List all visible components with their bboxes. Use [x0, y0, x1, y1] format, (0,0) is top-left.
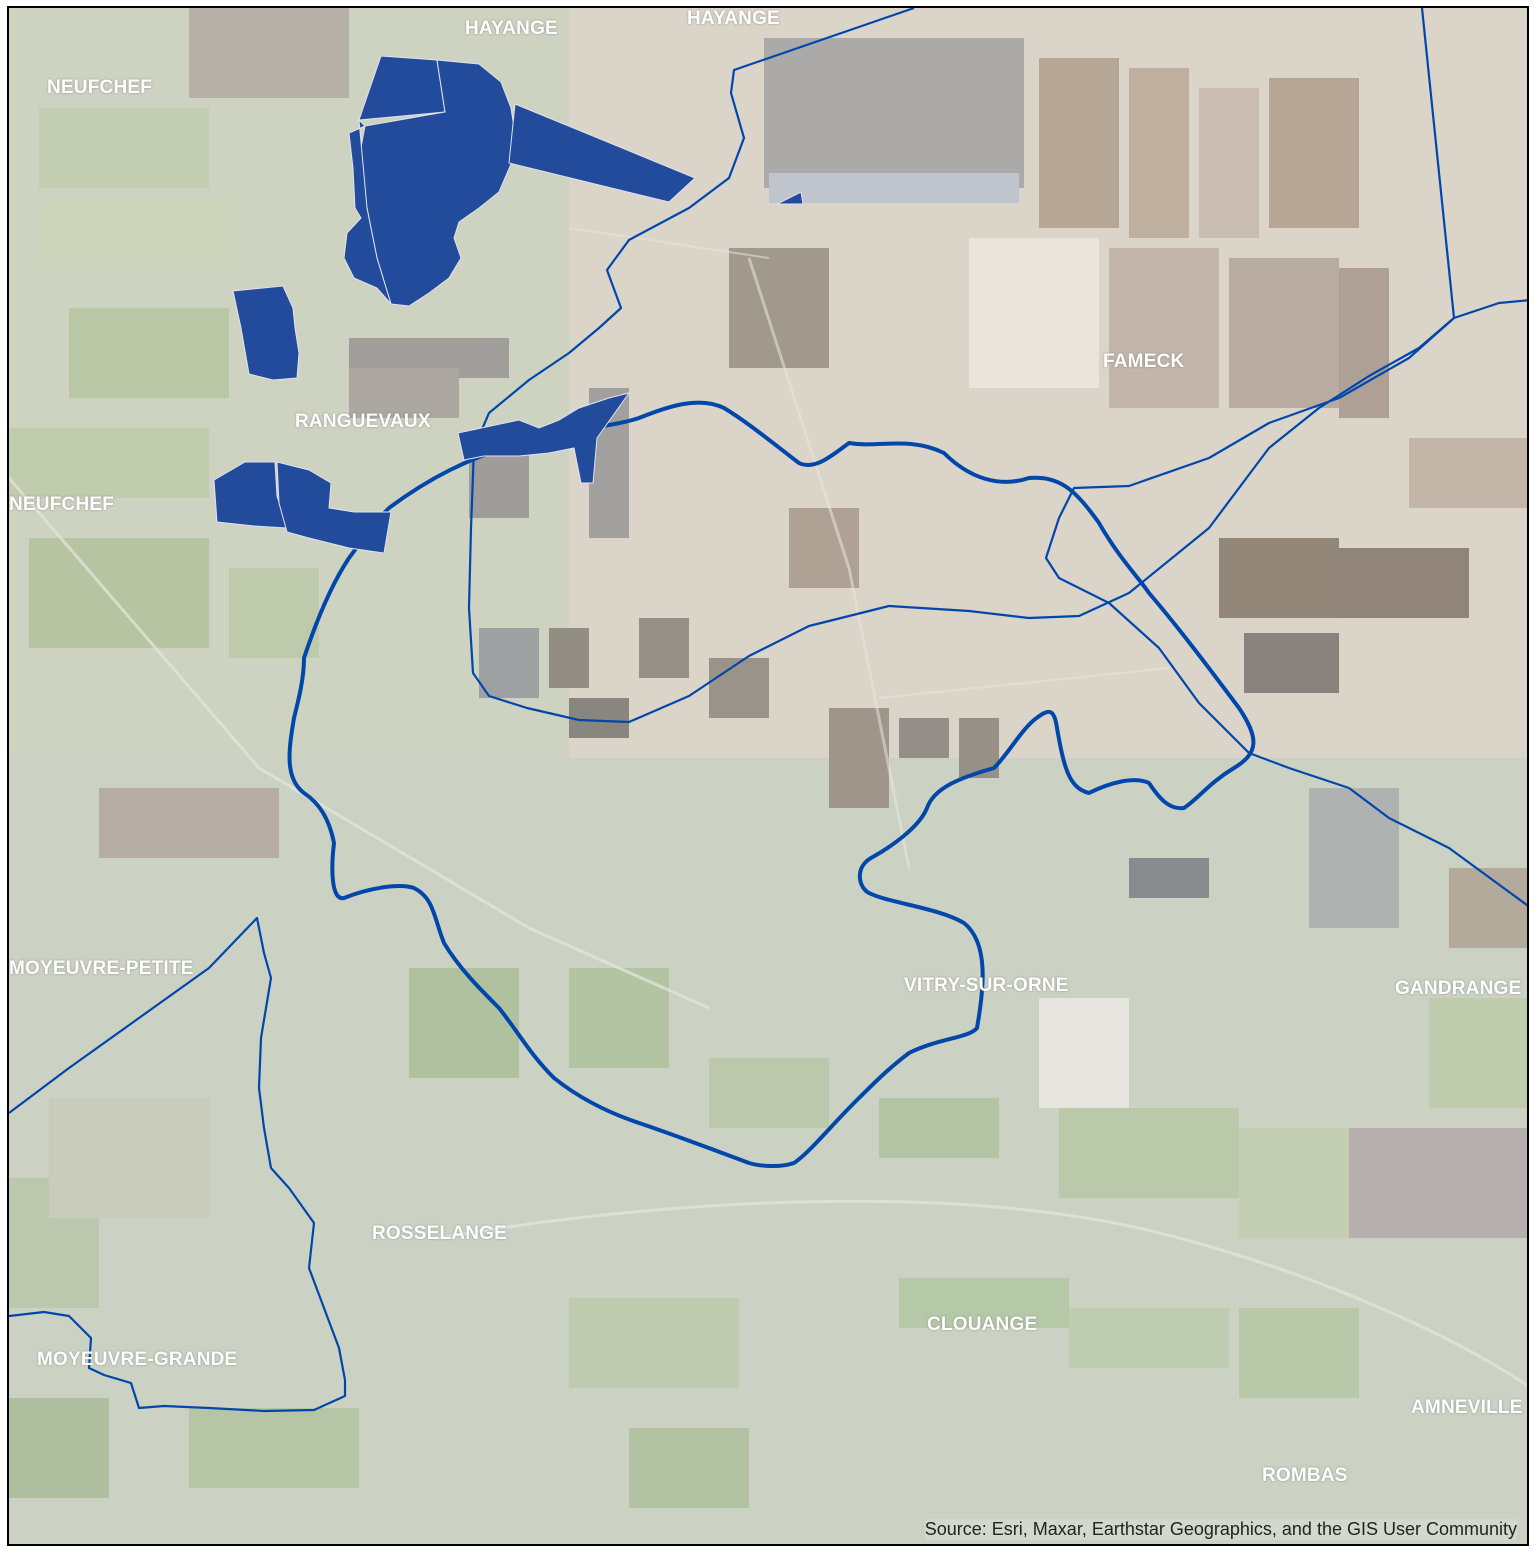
label-hayange-west: HAYANGE	[465, 18, 558, 39]
parcel-east-strip	[508, 103, 696, 203]
basemap-imagery	[9, 8, 1527, 1544]
parcel-south-west-b	[276, 461, 392, 554]
label-vitry-sur-orne: VITRY-SUR-ORNE	[904, 975, 1069, 996]
label-amneville: AMNEVILLE	[1411, 1397, 1523, 1418]
label-neufchef-north: NEUFCHEF	[47, 77, 153, 98]
label-gandrange: GANDRANGE	[1395, 978, 1522, 999]
parcel-small-notch	[776, 191, 804, 205]
label-rombas: ROMBAS	[1262, 1465, 1348, 1486]
label-hayange-east: HAYANGE	[687, 8, 780, 29]
parcel-north-c	[343, 118, 392, 305]
label-neufchef-west: NEUFCHEF	[9, 494, 115, 515]
map-attribution: Source: Esri, Maxar, Earthstar Geographi…	[924, 1519, 1517, 1540]
boundary-fameck-north	[1420, 8, 1456, 319]
label-fameck: FAMECK	[1103, 351, 1185, 372]
map-frame[interactable]: HAYANGE HAYANGE NEUFCHEF FAMECK RANGUEVA…	[7, 6, 1529, 1546]
label-rosselange: ROSSELANGE	[372, 1223, 508, 1244]
study-perimeter	[287, 400, 1256, 1168]
label-moyeuvre-petite: MOYEUVRE-PETITE	[9, 958, 194, 979]
map-canvas[interactable]	[9, 8, 1529, 1546]
label-ranguevaux: RANGUEVAUX	[295, 411, 431, 432]
boundary-fameck	[1044, 317, 1527, 907]
boundary-moyeuvre-petite	[9, 916, 347, 1413]
commune-boundaries	[9, 8, 1527, 1413]
perimeter-line	[287, 400, 1256, 1168]
highlighted-parcels	[213, 55, 804, 554]
label-clouange: CLOUANGE	[927, 1314, 1038, 1335]
label-moyeuvre-grande: MOYEUVRE-GRANDE	[37, 1349, 238, 1370]
parcel-mid-west	[232, 285, 300, 381]
parcel-ranguevaux-strip	[457, 392, 631, 484]
boundary-hayange	[467, 8, 1527, 724]
